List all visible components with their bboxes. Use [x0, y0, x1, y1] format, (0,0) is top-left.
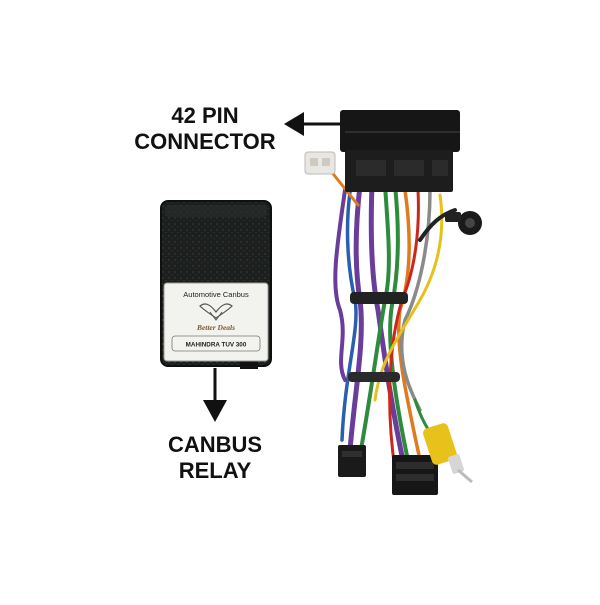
small-white-connector — [304, 151, 336, 175]
relay-callout-line2: RELAY — [178, 458, 252, 484]
connector-callout: 42 PIN CONNECTOR — [120, 103, 290, 156]
relay-callout: CANBUS RELAY — [140, 432, 290, 485]
harness-tape — [348, 292, 408, 382]
42-pin-connector — [340, 110, 460, 192]
rca-plug — [423, 423, 473, 484]
connector-callout-line2: CONNECTOR — [134, 129, 276, 155]
relay-model: MAHINDRA TUV 300 — [186, 342, 247, 349]
relay-callout-line1: CANBUS — [167, 432, 263, 457]
relay-brand: Better Deals — [196, 323, 235, 332]
connector-callout-line1: 42 PIN — [171, 103, 239, 128]
brand-logo-icon — [199, 303, 233, 321]
connector-arrow — [284, 112, 345, 136]
relay-label-line1: Automotive Canbus — [183, 290, 249, 299]
bottom-connector-main — [392, 455, 438, 495]
relay-arrow — [203, 368, 227, 422]
canbus-relay-box: Automotive Canbus Better Deals MAHINDRA … — [160, 200, 272, 369]
wire-harness — [328, 168, 457, 473]
round-connector — [445, 211, 482, 235]
bottom-connector-left — [338, 445, 366, 477]
